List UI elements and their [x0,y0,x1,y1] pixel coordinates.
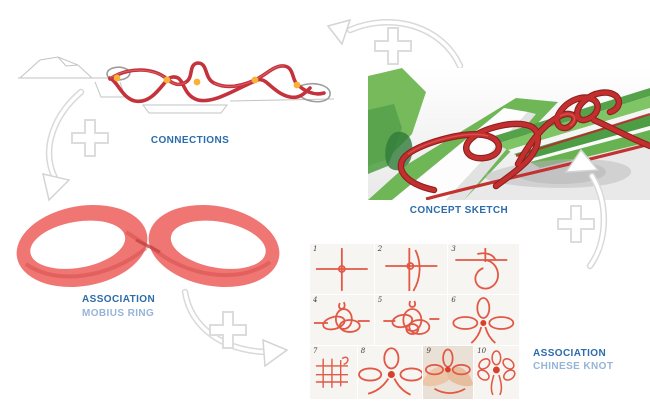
plus-icon [374,27,412,65]
mobius-ring [16,204,280,288]
arrow-up-left-icon [326,18,464,70]
knot-sketch-woven-square [315,356,349,388]
plus-icon [557,205,595,243]
red-cables [108,61,326,104]
chinese-knot-title: ASSOCIATION [533,348,607,359]
knot-step-8: 8 [357,346,423,399]
step-number: 1 [313,245,318,253]
step-number: 2 [377,245,383,253]
arrow-up-icon [564,148,608,270]
knot-step-4: 4 [310,295,374,345]
concept-sketch-label: CONCEPT SKETCH [409,205,509,216]
step-number: 3 [451,245,456,253]
knot-step-6: 6 [448,295,519,345]
plus-icon [71,119,109,157]
step-number: 4 [313,296,318,304]
knot-sketch-three-petals [452,297,515,344]
knot-sketch-four-petals [357,347,423,396]
knot-step-5: 5 [374,295,448,345]
step-number: 8 [360,347,366,355]
knot-sketch-bottom-loop [455,248,508,290]
knot-sketch-flower [477,350,516,396]
concept-render [368,68,650,200]
knot-step-1: 1 [310,244,374,294]
knot-step-7: 7 [310,346,357,399]
connection-nodes [113,74,301,89]
mobius-subtitle: MOBIUS RING [82,308,155,319]
knot-step-3: 3 [448,244,519,294]
connections-sketch [18,56,335,114]
knot-sketch-cross-loop [385,248,438,292]
chinese-knot-steps: 1 2 3 [310,244,520,402]
knot-sketch-tangle [313,301,370,333]
knot-photo-hands [423,346,474,399]
knot-step-2: 2 [374,244,448,294]
chinese-knot-subtitle: CHINESE KNOT [533,361,614,372]
ribbon-highlight [407,113,576,155]
connections-label: CONNECTIONS [150,135,230,146]
step-number: 6 [451,296,456,304]
plus-icon [209,311,247,349]
step-number: 5 [377,296,383,304]
knot-step-10: 10 [474,346,519,399]
step-number: 7 [313,347,318,355]
mobius-title: ASSOCIATION [82,294,156,305]
step-number: 10 [477,347,487,355]
knot-sketch-cross [315,248,368,291]
arrow-down-left-icon [41,88,85,202]
knot-step-9: 9 [423,346,474,399]
terrain-outline [18,56,335,114]
knot-sketch-tangle-dense [383,300,440,335]
step-number: 9 [426,347,431,355]
